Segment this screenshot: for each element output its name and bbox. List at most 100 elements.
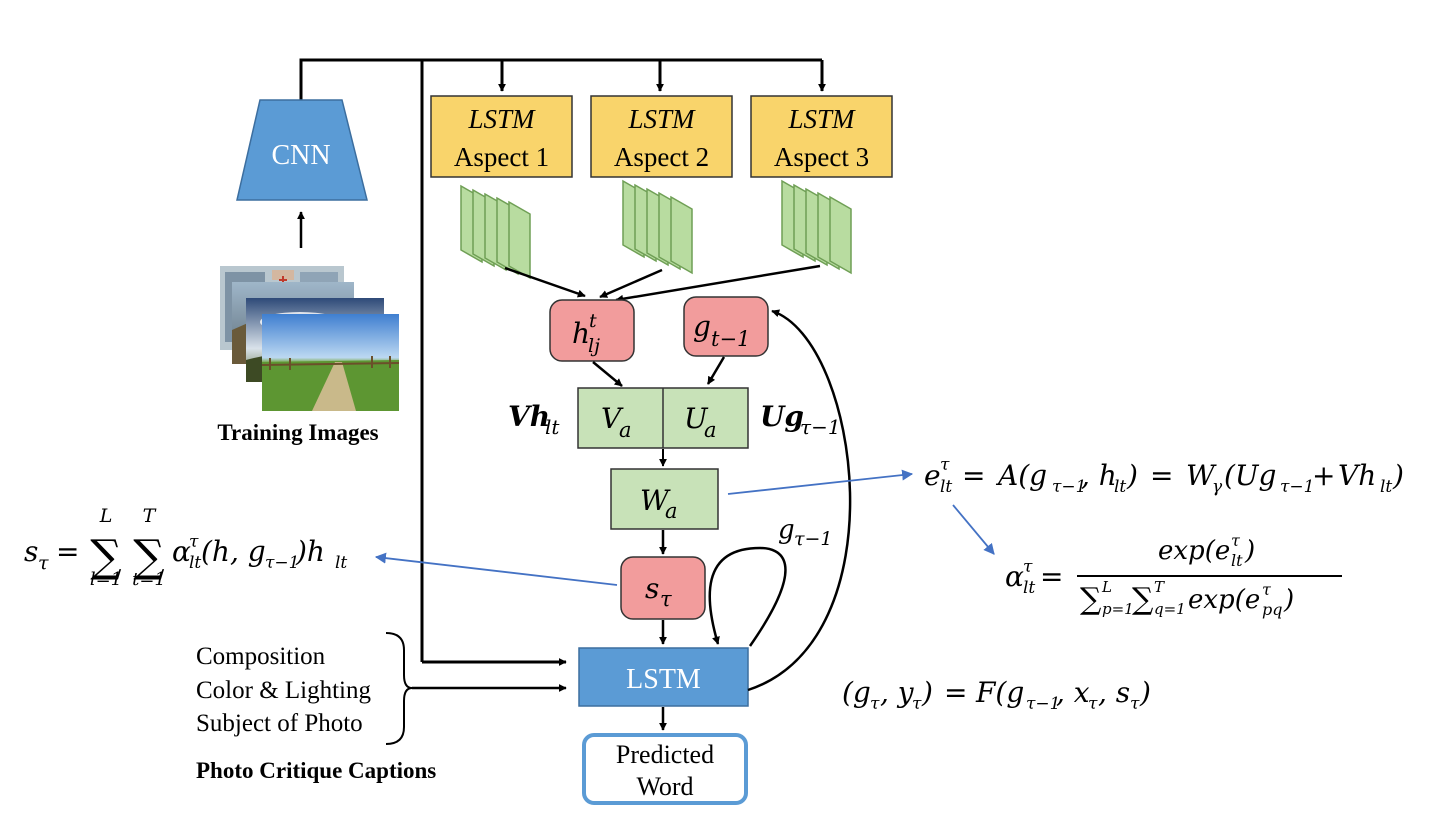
- caption-composition: Composition: [196, 643, 326, 670]
- svg-text:h: h: [572, 317, 590, 350]
- lstm-aspect-3-top: LSTM: [787, 104, 856, 134]
- svg-text:α: α: [1005, 560, 1024, 593]
- svg-text:lj: lj: [588, 335, 600, 357]
- svg-text:τ: τ: [1023, 557, 1033, 577]
- svg-text:, x: , x: [1056, 676, 1090, 709]
- svg-text:l=1: l=1: [90, 569, 122, 590]
- svg-text:V: V: [601, 402, 624, 435]
- cnn-trapezoid: [236, 99, 368, 201]
- svg-text:U: U: [684, 402, 709, 435]
- caption-brace: [385, 632, 413, 745]
- svg-text:τ: τ: [38, 552, 49, 574]
- svg-text:α: α: [172, 535, 191, 568]
- cnn-label: CNN: [271, 140, 330, 171]
- svg-text:): ): [921, 676, 933, 709]
- predicted-word-line1: Predicted: [616, 740, 714, 769]
- svg-text:Vh: Vh: [1338, 459, 1376, 492]
- svg-text:(Ug: (Ug: [1224, 459, 1276, 492]
- feature-to-h-arrows: [504, 264, 821, 303]
- hg-to-attention-arrows: [592, 356, 726, 387]
- equation-alpha-def: α τ lt = exp(e τ lt ) ∑ L p=1 ∑ T q=1 ex…: [1005, 531, 1342, 619]
- svg-text:∑: ∑: [1080, 582, 1102, 617]
- svg-text:τ: τ: [912, 694, 922, 714]
- meadow-road-photo-icon: [261, 314, 400, 411]
- g-loop-label: g τ−1: [778, 515, 833, 550]
- svg-text:=: =: [962, 459, 985, 492]
- svg-text:exp(e: exp(e: [1158, 536, 1230, 566]
- svg-text:, h: , h: [1081, 459, 1117, 492]
- training-images-stack: [220, 266, 400, 411]
- svg-text:(g: (g: [842, 676, 871, 709]
- wa-sub: a: [665, 499, 678, 523]
- svg-text:(h, g: (h, g: [201, 535, 266, 568]
- svg-text:Vh: Vh: [508, 400, 550, 433]
- svg-text:lt: lt: [335, 553, 347, 573]
- svg-text:Ug: Ug: [760, 400, 804, 433]
- s-sub: τ: [660, 587, 672, 611]
- svg-text:, s: , s: [1098, 676, 1130, 709]
- ug-side-label: Ug τ−1: [760, 400, 841, 439]
- svg-text:∑: ∑: [1132, 582, 1154, 617]
- predicted-word-line2: Word: [636, 772, 693, 801]
- lstm-main-block: LSTM: [578, 647, 749, 707]
- svg-text:lt: lt: [1380, 477, 1392, 497]
- svg-text:=: =: [944, 676, 967, 709]
- lstm-aspect-1-bottom: Aspect 1: [454, 142, 549, 172]
- svg-text:γ: γ: [1212, 477, 1223, 497]
- svg-text:τ−1: τ−1: [265, 553, 299, 573]
- va-base: V: [601, 402, 624, 435]
- lstm-aspect-3: LSTM Aspect 3: [750, 95, 893, 178]
- h-sub: lj: [588, 335, 600, 357]
- cnn-block: CNN: [236, 99, 368, 201]
- equation-e-def: e τ lt = A(g τ−1 , h lt ) = W γ (Ug τ−1 …: [924, 455, 1404, 497]
- svg-text:lt: lt: [1023, 578, 1035, 598]
- svg-text:=: =: [1150, 459, 1173, 492]
- svg-text:W: W: [1186, 459, 1217, 492]
- svg-text:t: t: [589, 310, 597, 332]
- svg-text:a: a: [704, 418, 717, 442]
- svg-text:): ): [1139, 676, 1151, 709]
- attention-va-ua-block: V a U a: [577, 387, 749, 449]
- svg-text:τ−1: τ−1: [1280, 477, 1314, 497]
- svg-text:exp(e: exp(e: [1188, 585, 1260, 615]
- svg-text:s: s: [24, 535, 38, 568]
- lstm-aspect-1: LSTM Aspect 1: [430, 95, 573, 178]
- svg-text:): ): [1283, 585, 1294, 615]
- svg-text:a: a: [665, 499, 678, 523]
- wa-base: W: [640, 484, 671, 517]
- svg-text:τ−1: τ−1: [1052, 477, 1086, 497]
- svg-text:s: s: [645, 572, 659, 605]
- svg-text:τ−1: τ−1: [800, 415, 841, 439]
- caption-list: Composition Color & Lighting Subject of …: [196, 643, 372, 737]
- va-sub: a: [619, 418, 632, 442]
- s-tau-node: s τ: [620, 556, 706, 620]
- wa-block: W a: [610, 468, 719, 530]
- feature-maps-aspect-3: [781, 179, 852, 275]
- svg-text:τ: τ: [660, 587, 672, 611]
- svg-text:τ−1: τ−1: [1026, 694, 1060, 714]
- svg-text:a: a: [619, 418, 632, 442]
- svg-text:τ: τ: [1088, 694, 1098, 714]
- ua-sub: a: [704, 418, 717, 442]
- svg-text:∑: ∑: [90, 531, 121, 582]
- svg-text:A(g: A(g: [995, 459, 1047, 492]
- svg-text:)h: )h: [295, 535, 325, 568]
- svg-text:τ: τ: [1231, 531, 1241, 550]
- svg-text:L: L: [1101, 578, 1112, 596]
- svg-text:τ: τ: [870, 694, 880, 714]
- ua-base: U: [684, 402, 709, 435]
- svg-text:g: g: [778, 515, 795, 545]
- svg-text:): ): [1392, 459, 1404, 492]
- svg-text:∑: ∑: [133, 531, 164, 582]
- h-sup: t: [589, 310, 597, 332]
- svg-text:p=1: p=1: [1102, 600, 1134, 618]
- lstm-main-label: LSTM: [626, 664, 701, 695]
- svg-text:t=1: t=1: [132, 569, 166, 590]
- lstm-aspect-2-bottom: Aspect 2: [614, 142, 709, 172]
- training-images-label: Training Images: [217, 420, 378, 445]
- feature-maps-aspect-2: [622, 179, 693, 275]
- lstm-aspect-2: LSTM Aspect 2: [590, 95, 733, 178]
- caption-subject: Subject of Photo: [196, 710, 363, 737]
- svg-text:q=1: q=1: [1154, 600, 1186, 618]
